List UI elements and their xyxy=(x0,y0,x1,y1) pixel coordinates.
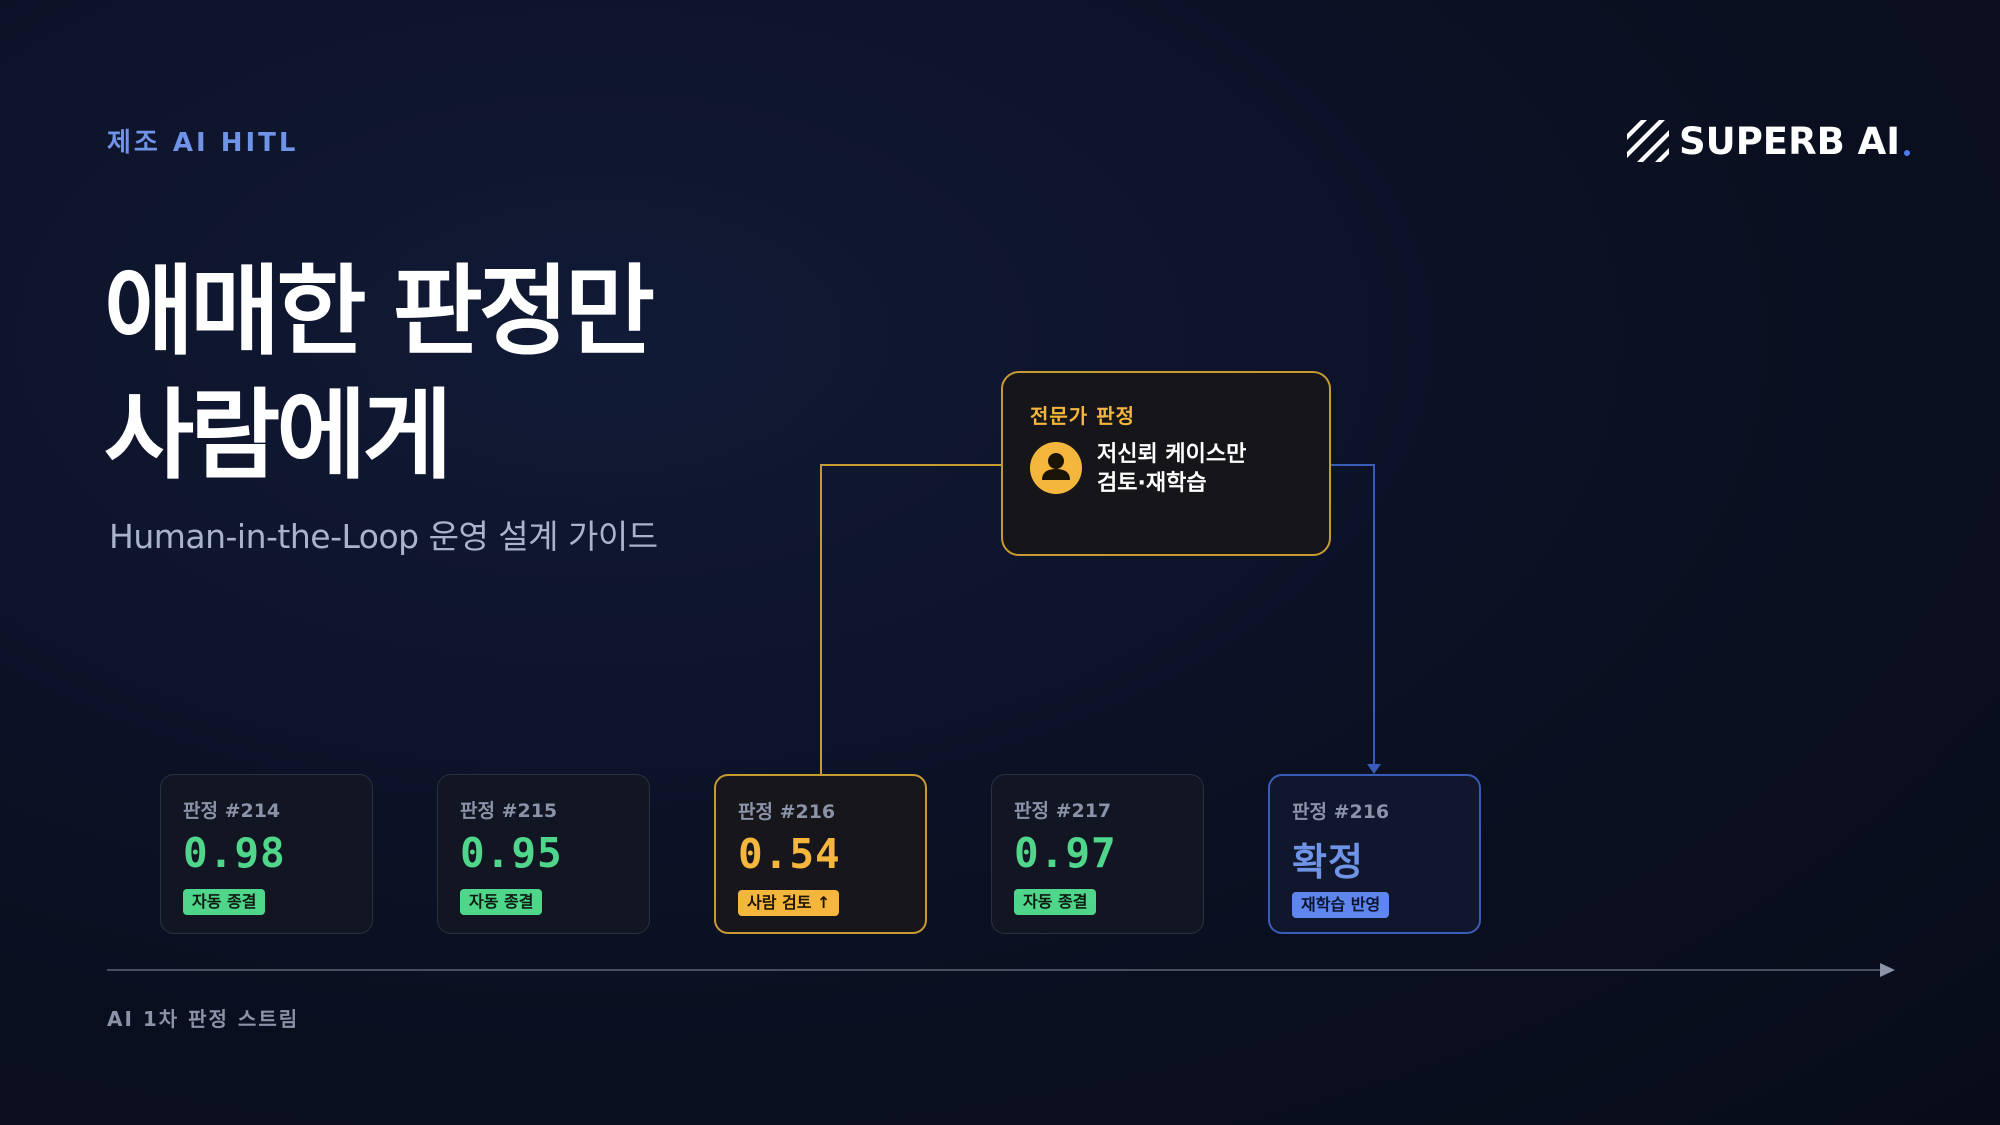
status-badge: 사람 검토 ↑ xyxy=(738,890,840,916)
judgment-id: 판정 #217 xyxy=(1014,800,1112,822)
judgment-card-216-review: 판정 #216 0.54 사람 검토 ↑ xyxy=(714,774,927,934)
eyebrow-label: 제조 AI HITL xyxy=(107,128,299,158)
confidence-score: 0.95 xyxy=(460,829,563,877)
confidence-score: 0.54 xyxy=(738,830,841,878)
judgment-card-214: 판정 #214 0.98 자동 종결 xyxy=(160,774,373,934)
superb-ai-logo: SUPERB AI xyxy=(1625,118,1911,164)
headline-line-2: 사람에게 xyxy=(104,379,453,493)
judgment-id: 판정 #214 xyxy=(183,800,281,822)
stream-axis-arrowhead xyxy=(1880,963,1895,977)
final-arrowhead xyxy=(1367,764,1381,774)
expert-review-card: 전문가 판정 저신뢰 케이스만 검토·재학습 xyxy=(1001,371,1331,556)
subtitle: Human-in-the-Loop 운영 설계 가이드 xyxy=(109,517,658,556)
review-to-expert-connector xyxy=(820,464,1001,774)
judgment-card-217: 판정 #217 0.97 자동 종결 xyxy=(991,774,1204,934)
confidence-score: 0.97 xyxy=(1014,829,1117,877)
judgment-card-215: 판정 #215 0.95 자동 종결 xyxy=(437,774,650,934)
logo-wordmark: SUPERB AI xyxy=(1679,119,1901,163)
expert-line-2: 검토·재학습 xyxy=(1097,471,1207,496)
logo-dot xyxy=(1904,150,1911,156)
expert-description: 저신뢰 케이스만 검토·재학습 xyxy=(1097,440,1246,498)
judgment-id: 판정 #216 xyxy=(738,801,836,823)
judgment-card-216-final: 판정 #216 확정 재학습 반영 xyxy=(1268,774,1481,934)
status-badge: 재학습 반영 xyxy=(1292,892,1390,918)
expert-line-1: 저신뢰 케이스만 xyxy=(1097,442,1247,467)
person-icon xyxy=(1030,442,1082,494)
confidence-score: 0.98 xyxy=(183,829,286,877)
superb-ai-slash-icon xyxy=(1627,120,1669,162)
stream-axis-label: AI 1차 판정 스트림 xyxy=(107,1007,300,1031)
headline: 애매한 판정만 사람에게 xyxy=(104,250,655,498)
status-badge: 자동 종결 xyxy=(183,889,266,915)
status-badge: 자동 종결 xyxy=(460,889,543,915)
status-badge: 자동 종결 xyxy=(1014,889,1097,915)
expert-label: 전문가 판정 xyxy=(1030,404,1135,428)
headline-line-1: 애매한 판정만 xyxy=(104,255,655,369)
final-result: 확정 xyxy=(1292,840,1364,884)
expert-to-final-connector xyxy=(1331,464,1375,766)
judgment-id: 판정 #215 xyxy=(460,800,558,822)
judgment-id: 판정 #216 xyxy=(1292,801,1390,823)
